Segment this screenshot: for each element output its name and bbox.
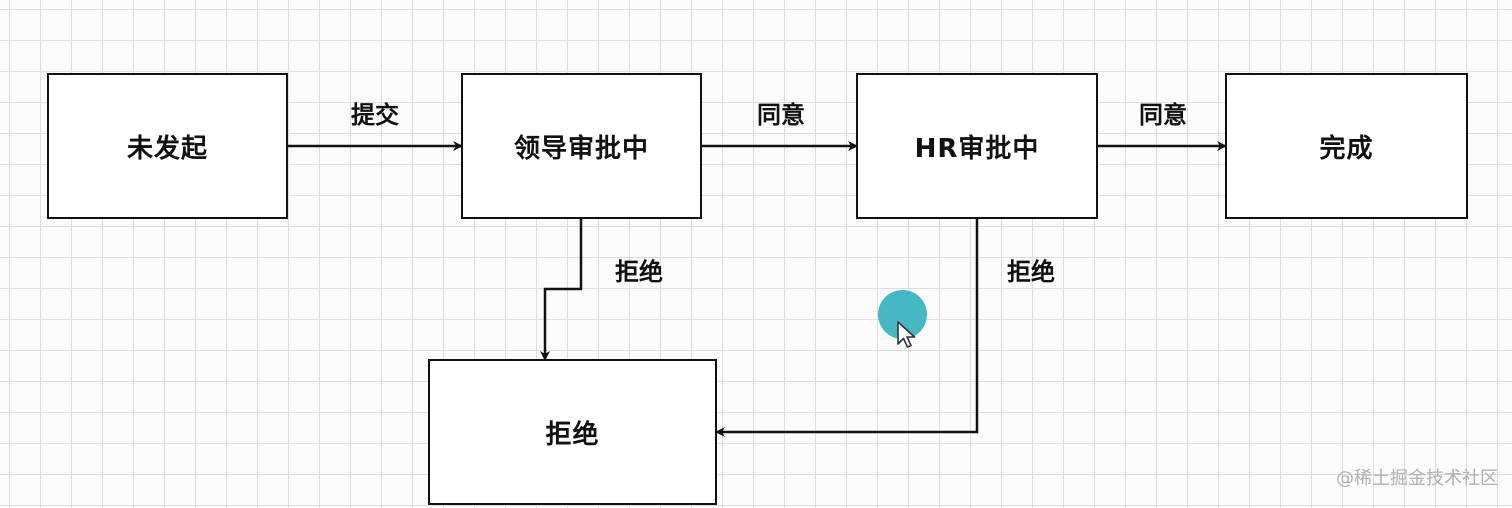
watermark: @稀土掘金技术社区 — [1336, 468, 1498, 489]
node-leader-review-label: 领导审批中 — [513, 133, 649, 164]
node-done[interactable]: 完成 — [1225, 73, 1468, 219]
edge-label-reject-leader: 拒绝 — [615, 258, 663, 286]
node-hr-review-label: HR审批中 — [914, 133, 1040, 164]
node-leader-review[interactable]: 领导审批中 — [461, 73, 702, 219]
edge-label-approve-leader: 同意 — [757, 101, 805, 129]
node-done-label: 完成 — [1319, 133, 1374, 164]
node-hr-review[interactable]: HR审批中 — [856, 73, 1098, 219]
node-not-started[interactable]: 未发起 — [47, 73, 288, 219]
pointer-icon — [897, 321, 916, 348]
node-rejected[interactable]: 拒绝 — [428, 359, 717, 505]
node-rejected-label: 拒绝 — [545, 419, 600, 450]
mouse-cursor — [878, 290, 928, 360]
edge-reject-leader-arrow — [540, 218, 583, 361]
edge-reject-hr-arrow — [715, 218, 979, 437]
edge-label-reject-hr: 拒绝 — [1007, 258, 1055, 286]
edge-label-submit: 提交 — [351, 101, 399, 129]
node-not-started-label: 未发起 — [126, 133, 208, 164]
edge-label-approve-hr: 同意 — [1139, 101, 1187, 129]
